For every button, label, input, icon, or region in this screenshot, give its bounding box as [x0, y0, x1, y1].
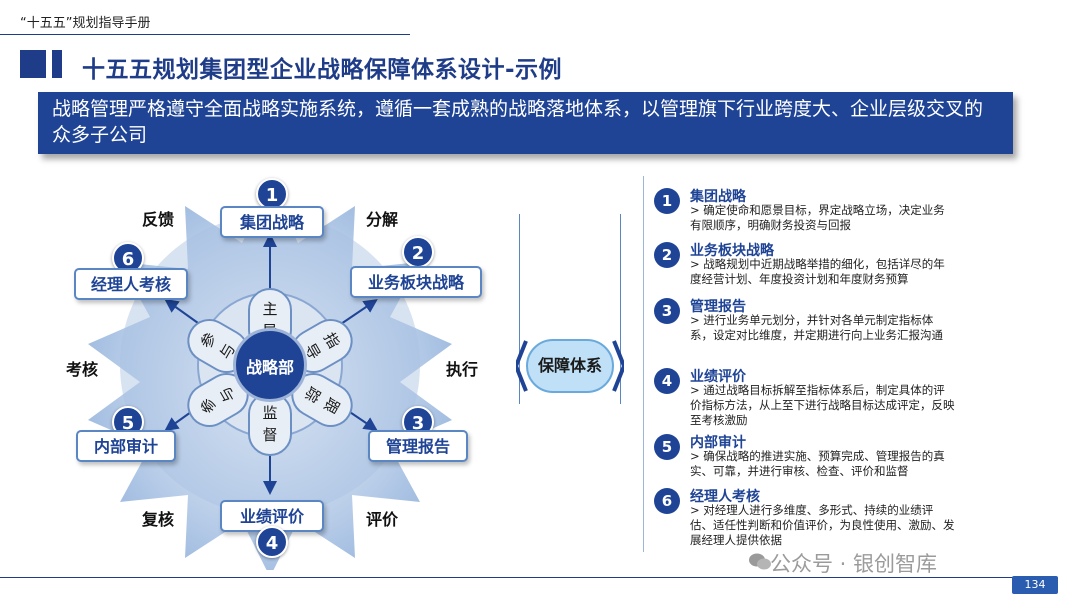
guarantee-items-panel: 1 集团战略 > 确定使命和愿景目标，界定战略立场，决定业务有限顺序，明确财务投… — [643, 176, 955, 552]
node-group-strategy: 集团战略 — [220, 206, 324, 238]
item-performance-evaluation: 4 业绩评价 > 通过战略目标拆解至指标体系后，制定具体的评价指标方法，从上至下… — [654, 366, 955, 432]
item-number: 3 — [654, 298, 680, 324]
page-title: 十五五规划集团型企业战略保障体系设计-示例 — [82, 57, 563, 83]
item-management-report: 3 管理报告 > 进行业务单元划分，并针对各单元制定指标体系，设定对比维度，并定… — [654, 296, 954, 362]
guarantee-system: 保障体系 — [516, 339, 624, 393]
footer-divider — [0, 577, 1030, 578]
summary-banner: 战略管理严格遵守全面战略实施系统，遵循一套成熟的战略落地体系，以管理旗下行业跨度… — [38, 92, 1013, 154]
item-number: 2 — [654, 242, 680, 268]
item-group-strategy: 1 集团战略 > 确定使命和愿景目标，界定战略立场，决定业务有限顺序，明确财务投… — [654, 186, 954, 240]
item-number: 5 — [654, 434, 680, 460]
strategy-cycle-diagram: 主导 指导 跟踪 监督 参与 参与 战略部 1 集团战略 2 业务板块战略 3 … — [60, 170, 500, 570]
chevron-icon — [516, 340, 624, 392]
item-description: > 对经理人进行多维度、多形式、持续的业绩评估、适任性判断和价值评价，为良性使用… — [690, 503, 955, 547]
item-business-strategy: 2 业务板块战略 > 战略规划中近期战略举措的细化，包括详尽的年度经营计划、年度… — [654, 240, 954, 294]
item-internal-audit: 5 内部审计 > 确保战略的推进实施、预算完成、管理报告的真实、可靠，并进行审核… — [654, 432, 954, 486]
page-number: 134 — [1012, 576, 1058, 594]
node-internal-audit: 内部审计 — [76, 430, 176, 462]
item-title: 业绩评价 — [690, 369, 746, 385]
cycle-word-execute: 执行 — [446, 360, 479, 379]
node-number-2: 2 — [402, 236, 434, 268]
item-title: 集团战略 — [690, 189, 746, 205]
header-divider — [0, 34, 410, 35]
item-title: 管理报告 — [690, 299, 746, 315]
cycle-word-decompose: 分解 — [366, 210, 399, 229]
cycle-word-review: 复核 — [142, 510, 175, 529]
strategy-department-center: 战略部 — [233, 328, 307, 402]
item-manager-assessment: 6 经理人考核 > 对经理人进行多维度、多形式、持续的业绩评估、适任性判断和价值… — [654, 486, 955, 552]
item-title: 业务板块战略 — [690, 243, 774, 259]
item-number: 4 — [654, 368, 680, 394]
petal-supervise: 监督 — [248, 392, 292, 456]
item-description: > 战略规划中近期战略举措的细化，包括详尽的年度经营计划、年度投资计划和年度财务… — [690, 257, 945, 286]
item-description: > 通过战略目标拆解至指标体系后，制定具体的评价指标方法，从上至下进行战略目标达… — [690, 383, 955, 427]
item-title: 经理人考核 — [690, 489, 760, 505]
handbook-label: “十五五”规划指导手册 — [20, 16, 151, 31]
left-bracket-line — [519, 214, 520, 404]
guarantee-label: 保障体系 — [526, 339, 614, 393]
item-title: 内部审计 — [690, 435, 746, 451]
node-management-report: 管理报告 — [368, 430, 468, 462]
node-business-strategy: 业务板块战略 — [350, 266, 482, 298]
cycle-word-feedback: 反馈 — [142, 210, 175, 229]
item-number: 1 — [654, 188, 680, 214]
node-number-4: 4 — [256, 526, 288, 558]
item-description: > 进行业务单元划分，并针对各单元制定指标体系，设定对比维度，并定期进行向上业务… — [690, 313, 943, 342]
node-manager-assessment: 经理人考核 — [74, 268, 188, 300]
item-description: > 确定使命和愿景目标，界定战略立场，决定业务有限顺序，明确财务投资与回报 — [690, 203, 945, 232]
wechat-icon — [749, 553, 771, 570]
cycle-word-evaluate: 评价 — [366, 510, 399, 529]
right-bracket-line — [620, 214, 621, 404]
watermark-text: 公众号 · 银创智库 — [770, 552, 938, 576]
item-description: > 确保战略的推进实施、预算完成、管理报告的真实、可靠，并进行审核、检查、评价和… — [690, 449, 945, 478]
cycle-word-assess: 考核 — [66, 360, 99, 379]
item-number: 6 — [654, 488, 680, 514]
